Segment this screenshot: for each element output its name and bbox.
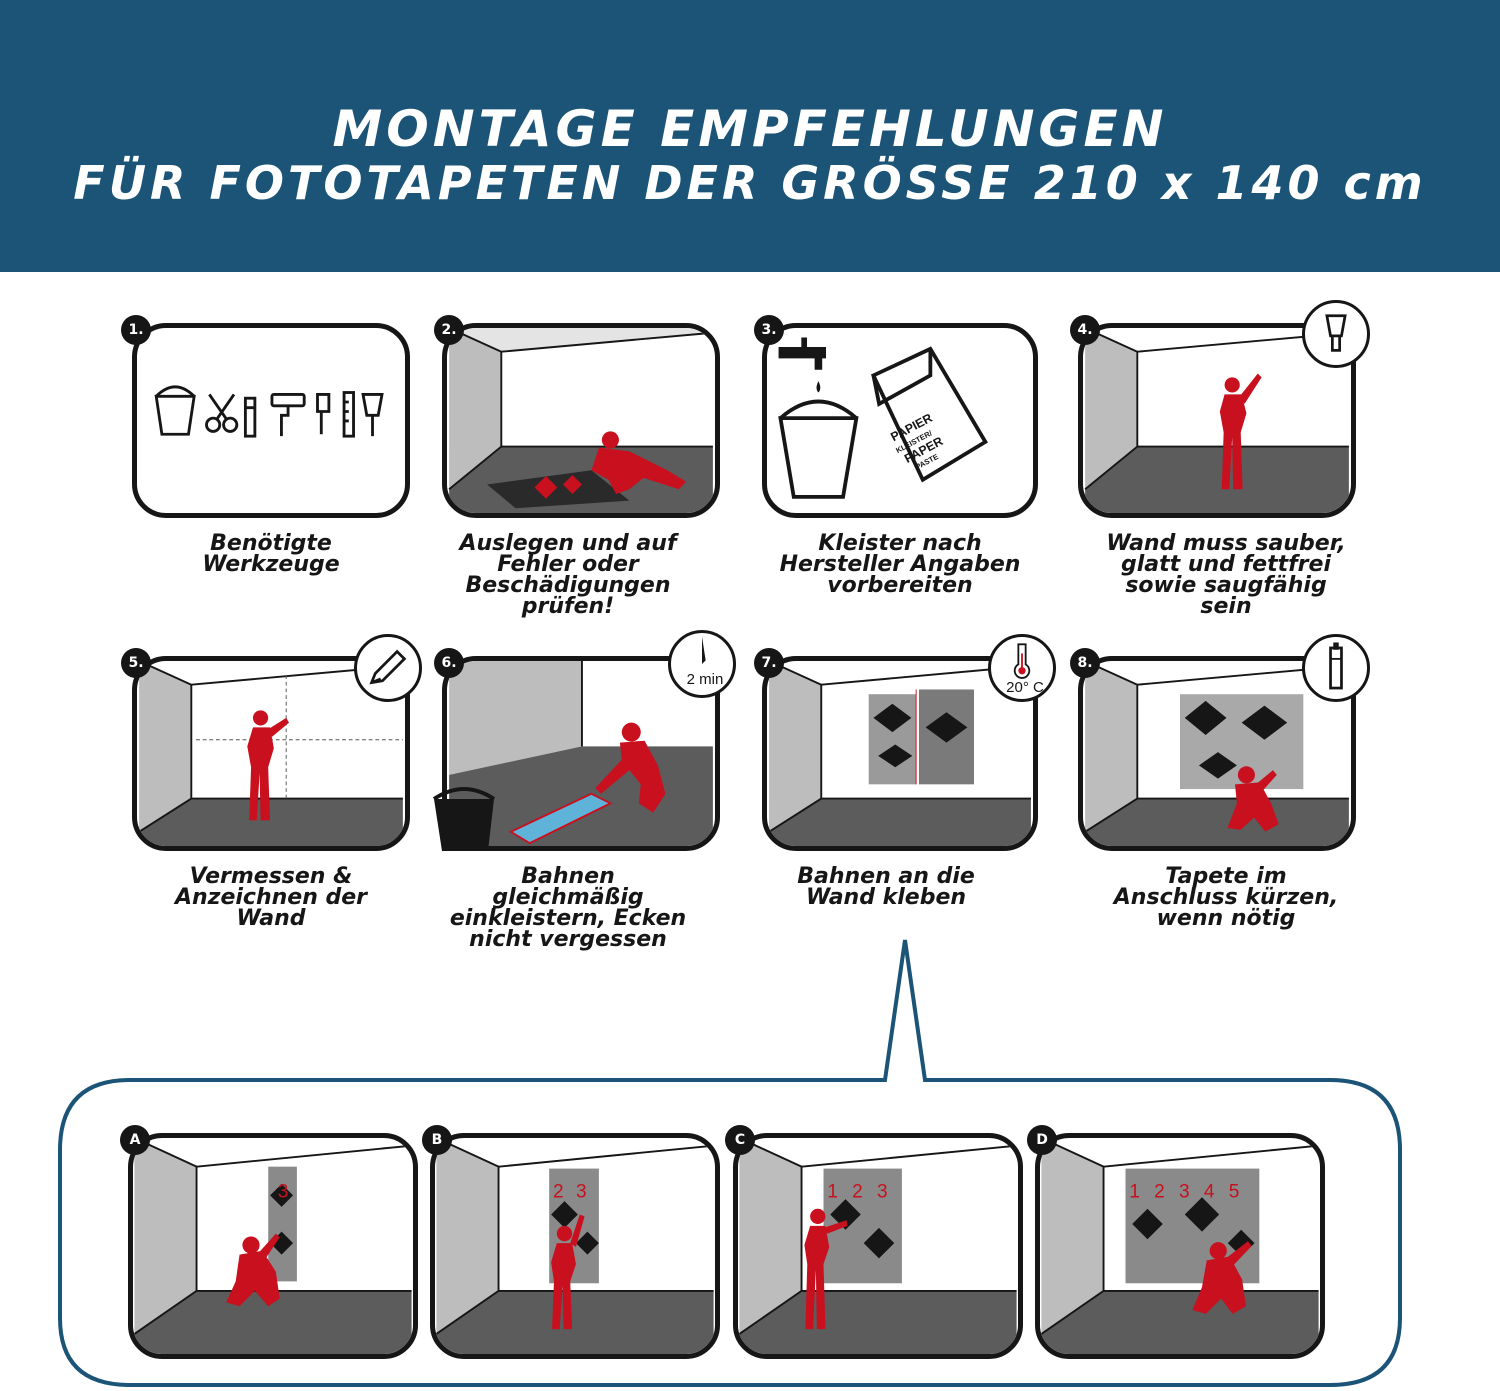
substep-badge: C <box>725 1125 755 1155</box>
thermometer-icon: 20° C <box>988 634 1056 702</box>
person-kneeling <box>226 1233 280 1307</box>
svg-text:5: 5 <box>1229 1181 1240 1202</box>
step-7-card <box>762 656 1038 851</box>
step-badge: 3. <box>754 315 784 345</box>
svg-text:3: 3 <box>1179 1181 1190 1202</box>
person-standing <box>804 1208 848 1330</box>
step-2-card <box>442 323 720 518</box>
step-badge: 2. <box>434 315 464 345</box>
person-standing <box>1219 373 1262 490</box>
svg-text:1: 1 <box>1129 1181 1140 1202</box>
svg-text:3: 3 <box>877 1181 888 1202</box>
page-subtitle: FÜR FOTOTAPETEN DER GRÖSSE 210 x 140 cm <box>73 156 1427 210</box>
step-badge: 8. <box>1070 648 1100 678</box>
step-badge: 4. <box>1070 315 1100 345</box>
pencil-icon <box>354 634 422 702</box>
substep-badge: D <box>1027 1125 1057 1155</box>
cutter-icon <box>1302 634 1370 702</box>
step-badge: 7. <box>754 648 784 678</box>
svg-text:2: 2 <box>1154 1181 1165 1202</box>
step-3-card: PAPIER KLEISTER/ PAPER PASTE <box>762 323 1038 518</box>
substep-a-card: 3 <box>128 1133 418 1359</box>
bucket-icon <box>430 785 498 855</box>
person-kneeling <box>1192 1241 1252 1314</box>
person-standing <box>551 1214 585 1330</box>
timer-icon: 2 min <box>668 630 736 698</box>
svg-text:4: 4 <box>1204 1181 1215 1202</box>
paste-icon: PAPIER KLEISTER/ PAPER PASTE <box>778 337 988 499</box>
svg-text:3: 3 <box>278 1181 289 1202</box>
page-title: MONTAGE EMPFEHLUNGEN <box>332 100 1168 158</box>
svg-text:3: 3 <box>576 1181 587 1202</box>
step-4-card <box>1078 323 1356 518</box>
person-kneeling <box>1227 766 1279 832</box>
substep-d-card: 1 2 3 4 5 <box>1035 1133 1325 1359</box>
tools-icon <box>154 385 384 438</box>
person-kneeling <box>595 722 666 813</box>
step-8-card <box>1078 656 1356 851</box>
person-kneeling <box>591 431 687 495</box>
step-badge: 1. <box>121 315 151 345</box>
header-banner: MONTAGE EMPFEHLUNGEN FÜR FOTOTAPETEN DER… <box>0 0 1500 272</box>
person-standing <box>247 710 290 821</box>
step-5-card <box>132 656 410 851</box>
svg-text:2: 2 <box>852 1181 863 1202</box>
substep-badge: B <box>422 1125 452 1155</box>
substep-c-card: 1 2 3 <box>733 1133 1023 1359</box>
temperature-label: 20° C <box>1006 679 1044 696</box>
svg-text:1: 1 <box>827 1181 838 1202</box>
substep-badge: A <box>120 1125 150 1155</box>
step-badge: 5. <box>121 648 151 678</box>
step-badge: 6. <box>434 648 464 678</box>
step-1-card <box>132 323 410 518</box>
spatula-icon <box>1302 300 1370 368</box>
svg-text:2: 2 <box>553 1181 564 1202</box>
substep-b-card: 2 3 <box>430 1133 720 1359</box>
timer-label: 2 min <box>686 671 724 688</box>
